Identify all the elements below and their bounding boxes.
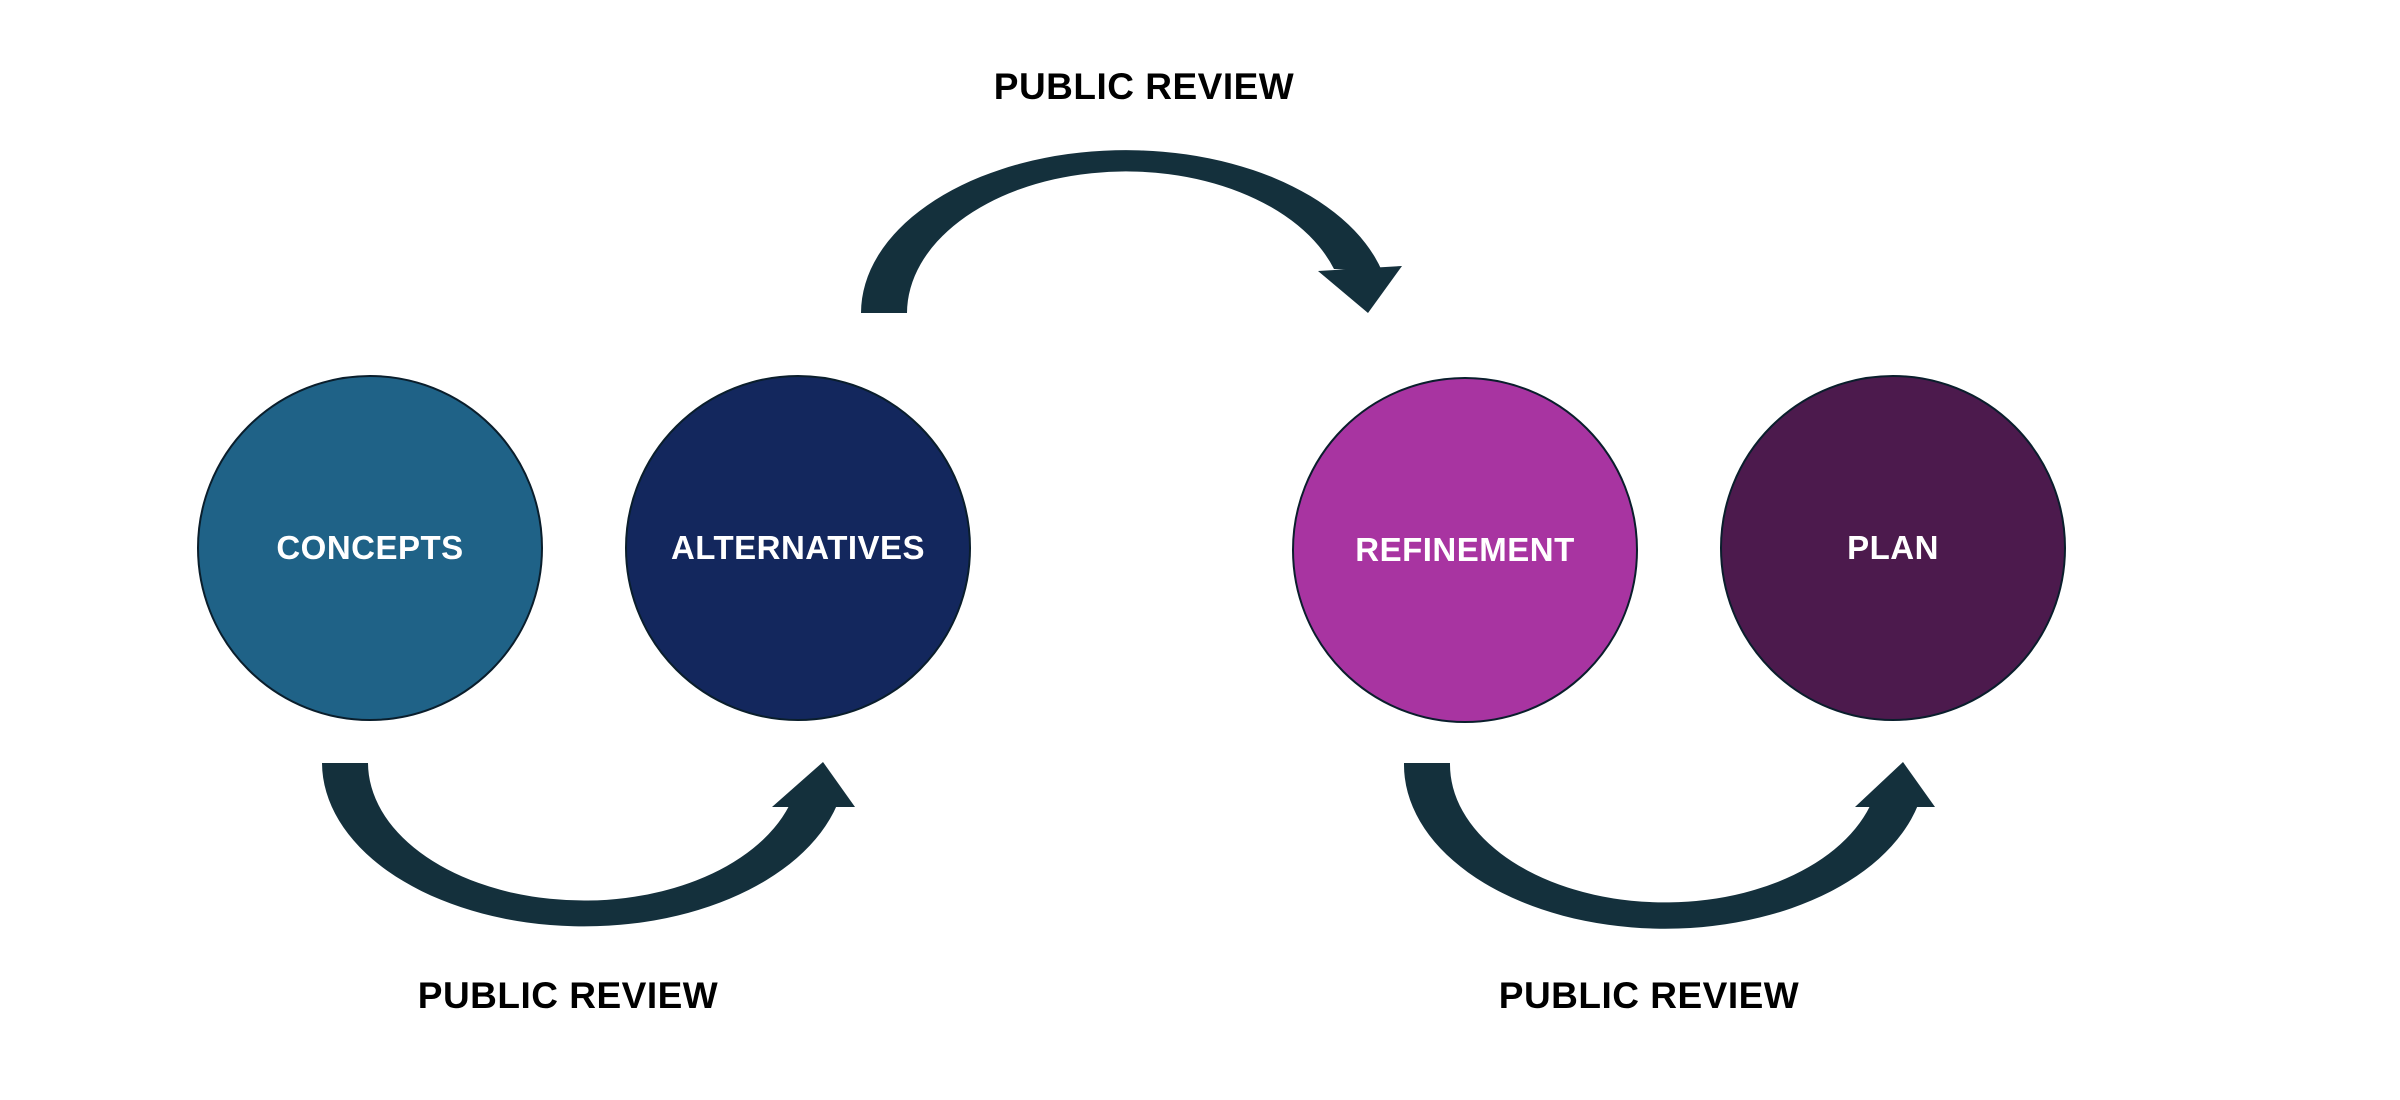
public-review-label-bottom-left: PUBLIC REVIEW — [417, 975, 719, 1016]
stage-label-plan: PLAN — [1847, 529, 1939, 566]
arrow-top — [861, 150, 1402, 313]
public-review-label-top: PUBLIC REVIEW — [993, 66, 1295, 107]
arrow-bottom-right-head-icon — [1855, 762, 1935, 807]
public-review-label-bottom-right: PUBLIC REVIEW — [1498, 975, 1800, 1016]
arrow-bottom-left-arc — [322, 763, 837, 927]
arrow-top-head-icon — [1318, 266, 1402, 313]
stage-circle-plan: PLAN — [1720, 375, 2066, 721]
stage-label-alternatives: ALTERNATIVES — [670, 529, 926, 566]
arrow-top-arc — [861, 150, 1382, 313]
stage-label-concepts: CONCEPTS — [276, 529, 464, 566]
stage-circle-alternatives: ALTERNATIVES — [625, 375, 971, 721]
stage-circle-concepts: CONCEPTS — [197, 375, 543, 721]
arrow-bottom-right-arc — [1403, 763, 1918, 929]
arrow-bottom-left — [322, 762, 855, 927]
stage-label-refinement: REFINEMENT — [1355, 531, 1575, 568]
arrow-bottom-left-head-icon — [772, 762, 855, 807]
stage-circle-refinement: REFINEMENT — [1292, 377, 1638, 723]
arrow-bottom-right — [1403, 762, 1935, 929]
